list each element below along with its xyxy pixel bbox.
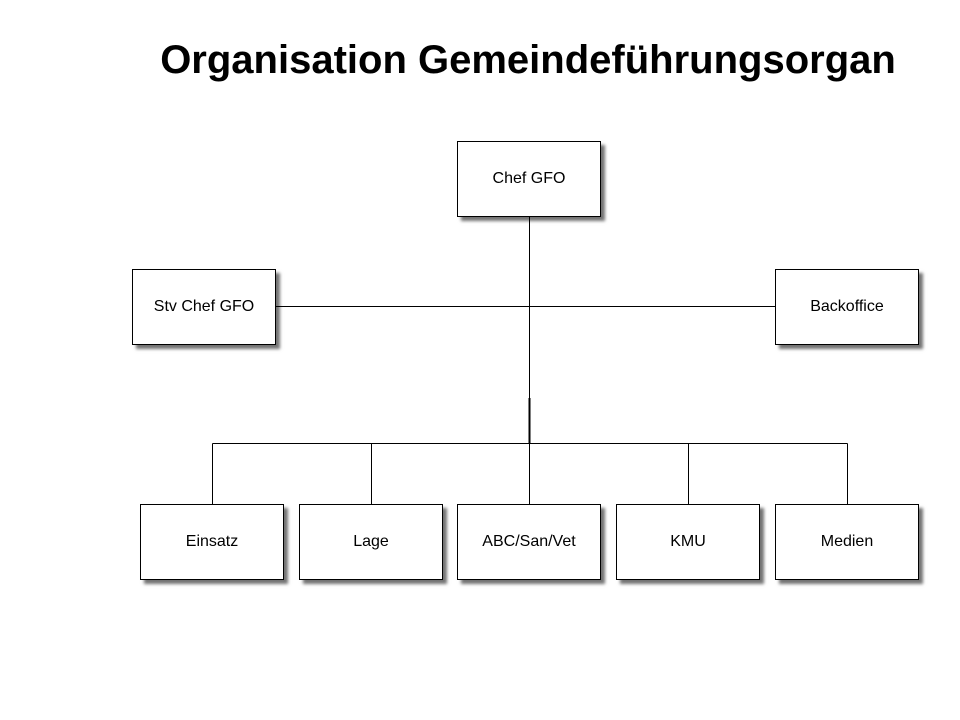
box-label-chef-gfo: Chef GFO [492, 170, 566, 187]
box-stv-chef-gfo: Stv Chef GFO [132, 269, 276, 345]
page-title: Organisation Gemeindeführungsorgan [160, 38, 896, 82]
box-lage: Lage [299, 504, 443, 580]
box-abc-san-vet: ABC/San/Vet [457, 504, 601, 580]
box-label-medien: Medien [820, 533, 874, 550]
box-backoffice: Backoffice [775, 269, 919, 345]
box-label-kmu: KMU [670, 533, 706, 550]
box-label-einsatz: Einsatz [185, 533, 239, 550]
box-label-backoffice: Backoffice [810, 298, 884, 315]
box-label-stv-chef-gfo: Stv Chef GFO [153, 298, 255, 315]
box-chef-gfo: Chef GFO [457, 141, 601, 217]
box-kmu: KMU [616, 504, 760, 580]
box-einsatz: Einsatz [140, 504, 284, 580]
box-medien: Medien [775, 504, 919, 580]
box-label-lage: Lage [353, 533, 389, 550]
box-label-abc-san-vet: ABC/San/Vet [482, 533, 576, 550]
